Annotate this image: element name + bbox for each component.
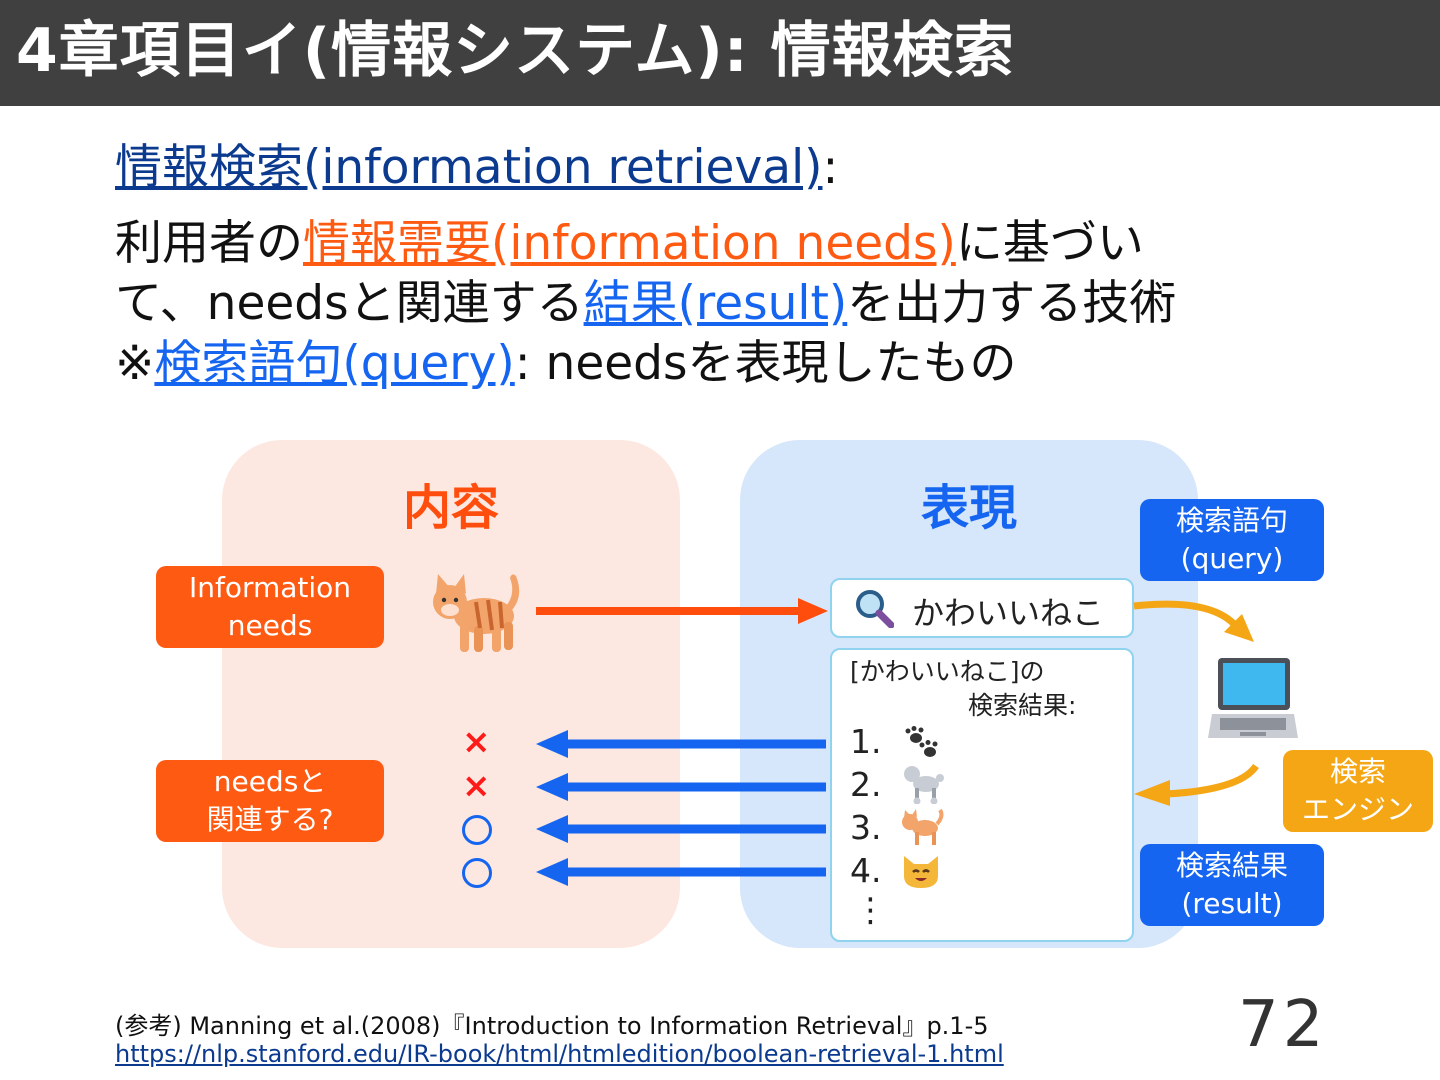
relevant-mark-1 — [462, 815, 492, 845]
information-needs-label-line2: needs — [227, 609, 313, 642]
result-label: 検索結果 (result) — [1140, 844, 1324, 926]
relevance-question-label: needsと関連する? — [156, 760, 384, 842]
result-list-box: [かわいいねこ]の 検索結果: 1. 2. 3. 4. ⋮ — [830, 648, 1134, 942]
query-label-line1: 検索語句 — [1175, 504, 1288, 537]
result-item-4: 4. — [850, 851, 882, 890]
line2-prefix: て、needsと関連する — [115, 276, 584, 331]
slide-title: 4章項目イ(情報システム): 情報検索 — [16, 16, 1015, 86]
result-item-3: 3. — [850, 808, 882, 847]
reference-link[interactable]: https://nlp.stanford.edu/IR-book/html/ht… — [115, 1040, 1004, 1068]
cat-icon — [902, 808, 944, 845]
title-bar: 4章項目イ(情報システム): 情報検索 — [0, 0, 1440, 106]
result-arrows — [536, 730, 826, 886]
result-header-line1: [かわいいねこ]の — [850, 657, 1045, 686]
engine-to-result-arrow — [1134, 763, 1259, 806]
content-panel: 内容 — [222, 440, 680, 948]
result-item-2: 2. — [850, 765, 882, 804]
definition-line-3: ※検索語句(query): needsを表現したもの — [115, 334, 1016, 394]
result-label-line1: 検索結果 — [1175, 849, 1288, 882]
information-needs-label: Information needs — [156, 566, 384, 648]
result-item-1: 1. — [850, 722, 882, 761]
query-label-line2: (query) — [1180, 542, 1284, 575]
poodle-icon — [904, 766, 944, 804]
result-arrow-4 — [536, 858, 826, 886]
definition-line-1: 利用者の情報需要(information needs)に基づい — [115, 214, 1144, 274]
line3-suffix: : needsを表現したもの — [514, 336, 1017, 391]
result-arrow-2 — [536, 773, 826, 801]
relevance-label-line2: 関連する? — [206, 803, 334, 836]
query-box: かわいいねこ — [830, 578, 1134, 638]
magnifier-icon — [856, 590, 894, 628]
query-text: かわいいねこ — [912, 594, 1105, 632]
result-term: 結果(result) — [583, 276, 848, 331]
search-engine-label: 検索エンジン — [1283, 750, 1433, 832]
line2-suffix: を出力する技術 — [847, 276, 1177, 331]
relevance-label-line1: needsと — [213, 765, 327, 798]
content-panel-title: 内容 — [402, 480, 499, 536]
expression-panel-title: 表現 — [920, 480, 1017, 536]
relevant-mark-2 — [462, 858, 492, 888]
result-arrow-3 — [536, 815, 826, 843]
query-label: 検索語句 (query) — [1140, 499, 1324, 581]
definition-term-line: 情報検索(information retrieval): — [115, 138, 838, 198]
definition-line-2: て、needsと関連する結果(result)を出力する技術 — [115, 274, 1176, 334]
query-term: 検索語句(query) — [154, 336, 515, 391]
result-arrow-1 — [536, 730, 826, 758]
needs-to-query-arrow — [536, 598, 828, 624]
irrelevant-mark-2: × — [462, 766, 491, 806]
definition-term-suffix: : — [822, 140, 839, 195]
definition-term: 情報検索(information retrieval) — [115, 140, 823, 195]
information-needs-label-line1: Information — [188, 571, 352, 604]
cat-icon — [433, 574, 520, 652]
search-engine-label-line2: エンジン — [1301, 793, 1414, 826]
line1-suffix: に基づい — [955, 216, 1144, 271]
laptop-icon — [1208, 658, 1298, 738]
result-ellipsis: ⋮ — [854, 890, 887, 929]
result-header-line2: 検索結果: — [968, 691, 1077, 720]
result-label-line2: (result) — [1181, 887, 1283, 920]
query-to-engine-arrow — [1133, 600, 1254, 642]
line1-prefix: 利用者の — [115, 216, 303, 271]
line3-prefix: ※ — [115, 336, 155, 391]
information-needs-term: 情報需要(information needs) — [303, 216, 956, 271]
smiling-cat-face-icon — [904, 856, 938, 888]
irrelevant-mark-1: × — [462, 722, 491, 762]
search-engine-label-line1: 検索 — [1329, 755, 1386, 788]
page-number: 72 — [1238, 988, 1328, 1062]
reference-text: (参考) Manning et al.(2008)『Introduction t… — [115, 1012, 989, 1040]
paw-prints-icon — [905, 726, 938, 757]
